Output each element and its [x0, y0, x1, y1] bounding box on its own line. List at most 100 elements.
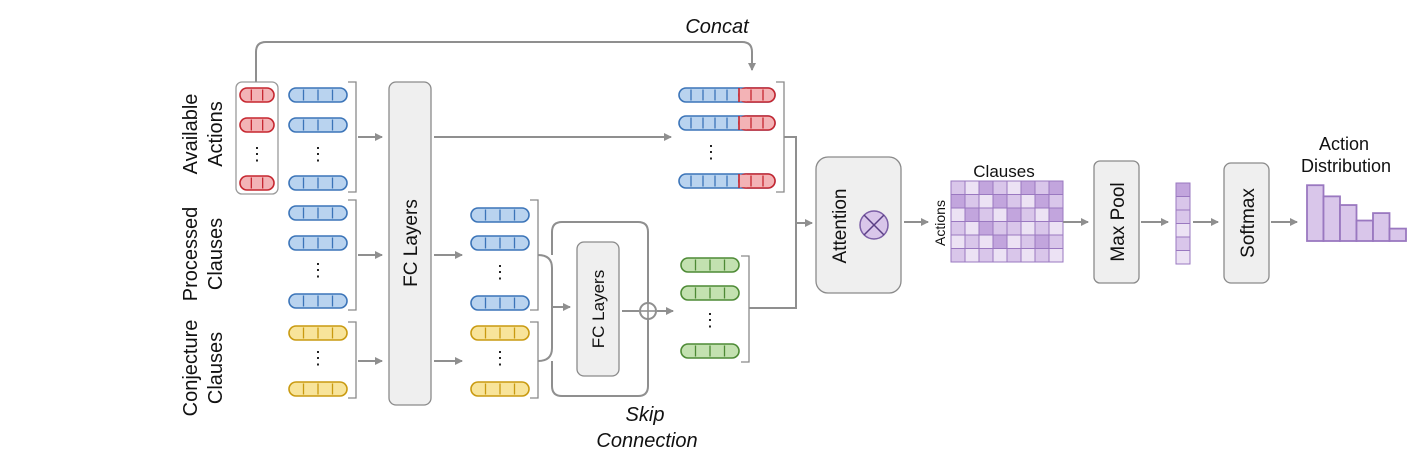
multiply-icon-b [863, 214, 885, 236]
concat-arrow [255, 41, 756, 82]
grid-cell [1034, 234, 1050, 249]
concat-label: Concat [685, 16, 750, 38]
conjecture-clauses-label-2: Clauses [205, 332, 227, 404]
yellow-hidden-vector [470, 325, 530, 341]
blue-hidden-vector [470, 207, 530, 223]
grid-cell [950, 180, 966, 195]
blue-vector [288, 235, 348, 251]
bracket-processed-in [348, 199, 357, 311]
grid-cell [964, 194, 980, 209]
red-action-vector [239, 117, 275, 133]
grid-cell [978, 194, 994, 209]
max-pool-cell [1175, 223, 1191, 238]
bracket-conjecture-in [348, 321, 357, 399]
blue-vector [288, 293, 348, 309]
bracket-concat [776, 81, 785, 193]
grid-cell [1006, 207, 1022, 222]
fc-layers-label-2: FC Layers [589, 270, 608, 348]
grid-cell [1048, 194, 1064, 209]
merge-to-fc2 [537, 254, 553, 362]
processed-clauses-label-1: Processed [180, 207, 202, 302]
ellipsis: ⋮ [702, 142, 720, 162]
yellow-vector [288, 381, 348, 397]
green-output-vector [680, 343, 740, 359]
max-pool-cell [1175, 250, 1191, 265]
fc-layers-box-2 [576, 241, 620, 377]
action-distribution-label-1: Action [1319, 134, 1369, 154]
clauses-grid-label: Clauses [973, 162, 1034, 181]
skip-connection-bottom [551, 318, 649, 397]
ellipsis: ⋮ [701, 310, 719, 330]
softmax-box [1223, 162, 1270, 284]
action-distribution-label-2: Distribution [1301, 156, 1391, 176]
grid-cell [964, 221, 980, 236]
yellow-hidden-vector [470, 381, 530, 397]
grid-cell [1020, 234, 1036, 249]
green-output-vector [680, 285, 740, 301]
ellipsis: ⋮ [491, 262, 509, 282]
ellipsis: ⋮ [309, 144, 327, 164]
bracket-green [741, 255, 750, 363]
blue-vector [288, 117, 348, 133]
blue-vector [288, 87, 348, 103]
fc-layers-box-1 [388, 81, 432, 406]
concat-vector [678, 115, 776, 131]
distribution-bar [1372, 212, 1391, 242]
hidden-vector-column: ⋮⋮ [470, 207, 530, 397]
grid-cell [964, 234, 980, 249]
green-output-vector [680, 257, 740, 273]
grid-cell [1006, 248, 1022, 263]
actions-grid-label: Actions [932, 200, 948, 246]
grid-cell [1020, 221, 1036, 236]
ellipsis: ⋮ [248, 144, 266, 164]
grid-cell [1006, 234, 1022, 249]
conjecture-clauses-label-1: Conjecture [180, 320, 202, 417]
bracket-actions-in [348, 81, 357, 193]
grid-cell [978, 234, 994, 249]
skip-label-1: Skip [626, 404, 665, 426]
grid-cell [978, 180, 994, 195]
grid-cell [978, 221, 994, 236]
concat-vector-column: ⋮ [678, 87, 776, 189]
blue-hidden-vector [470, 235, 530, 251]
processed-clauses-label-2: Clauses [205, 218, 227, 290]
skip-label-2: Connection [596, 430, 697, 452]
grid-cell [978, 248, 994, 263]
ellipsis: ⋮ [309, 348, 327, 368]
grid-cell [992, 221, 1008, 236]
max-pool-cell [1175, 236, 1191, 251]
grid-cell [992, 194, 1008, 209]
grid-cell [964, 248, 980, 263]
grid-cell [950, 207, 966, 222]
grid-cell [1048, 221, 1064, 236]
grid-cell [992, 180, 1008, 195]
max-pool-cell [1175, 182, 1191, 197]
red-action-vectors: ⋮ [239, 87, 275, 191]
max-pool-cell [1175, 196, 1191, 211]
grid-cell [1006, 221, 1022, 236]
blue-vector [288, 205, 348, 221]
grid-cell [950, 194, 966, 209]
output-clause-column: ⋮ [680, 257, 740, 359]
red-action-vector [239, 87, 275, 103]
grid-cell [1034, 221, 1050, 236]
concat-vector [678, 173, 776, 189]
input-vector-column: ⋮⋮⋮ [288, 87, 348, 397]
distribution-bar [1355, 219, 1374, 242]
grid-cell [1048, 248, 1064, 263]
grid-cell [950, 248, 966, 263]
bracket-processed-hidden [530, 199, 539, 311]
available-actions-label-1: Available [180, 94, 202, 175]
distribution-bar [1339, 204, 1358, 242]
grid-cell [1034, 194, 1050, 209]
grid-cell [978, 207, 994, 222]
yellow-vector [288, 325, 348, 341]
available-actions-label-2: Actions [205, 101, 227, 167]
blue-vector [288, 175, 348, 191]
attention-box [815, 156, 902, 294]
grid-cell [992, 248, 1008, 263]
ellipsis: ⋮ [491, 348, 509, 368]
grid-cell [1020, 248, 1036, 263]
skip-connection-top [551, 221, 649, 307]
